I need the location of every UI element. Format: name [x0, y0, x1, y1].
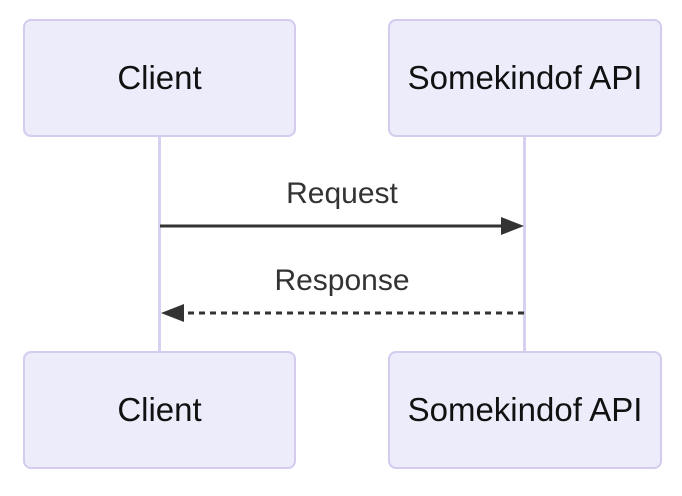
lifeline-api — [523, 137, 526, 351]
actor-label-api-top: Somekindof API — [407, 59, 643, 96]
lifeline-client — [158, 137, 161, 351]
actor-label-client-bottom: Client — [117, 391, 202, 428]
message-label-request: Request — [286, 177, 398, 210]
actor-label-api-bottom: Somekindof API — [407, 391, 643, 428]
actor-box-api-top: Somekindof API — [388, 19, 662, 137]
response-arrow — [161, 304, 524, 322]
actor-label-client-top: Client — [117, 59, 202, 96]
response-arrowhead-icon — [161, 304, 184, 322]
actor-box-client-bottom: Client — [23, 351, 296, 469]
actor-box-client-top: Client — [23, 19, 296, 137]
message-label-response: Response — [274, 264, 410, 297]
request-arrowhead-icon — [501, 217, 524, 235]
request-arrow — [160, 217, 524, 235]
actor-box-api-bottom: Somekindof API — [388, 351, 662, 469]
